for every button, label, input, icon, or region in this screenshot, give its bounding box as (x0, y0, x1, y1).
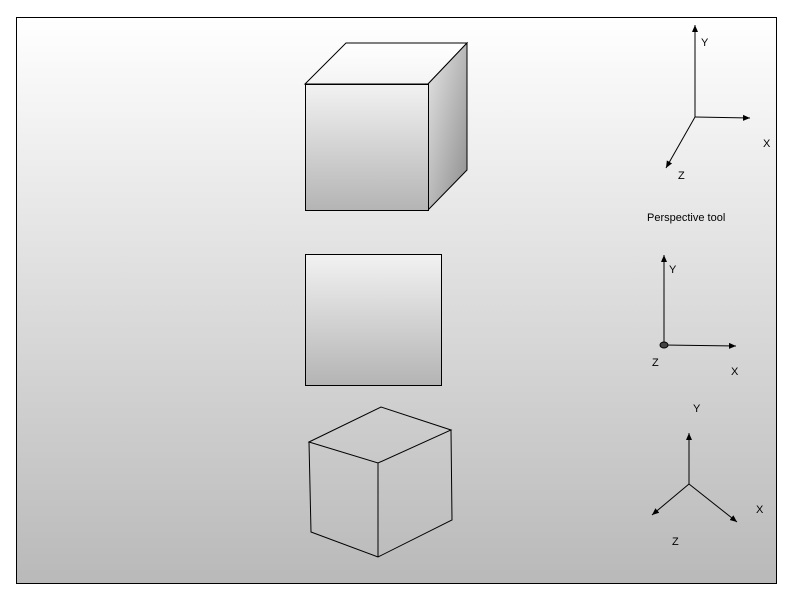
isometric-wireframe-cube (307, 406, 453, 558)
x-axis-arrow (688, 483, 738, 523)
axis-label-x: X (756, 504, 764, 516)
perspective-axes (665, 25, 751, 169)
axis-label-y: Y (701, 37, 709, 49)
axis-label-y: Y (693, 403, 701, 415)
z-axis-arrow (651, 483, 690, 516)
shaded-cube (303, 41, 469, 212)
shaded-cube-front-face (305, 84, 429, 211)
axis-label-z: Z (672, 536, 679, 548)
z-axis-arrow (665, 116, 696, 169)
x-axis-arrow (694, 114, 751, 121)
axis-label-y: Y (669, 264, 677, 276)
perspective-tool-caption: Perspective tool (647, 212, 725, 224)
axis-label-x: X (763, 138, 771, 150)
axis-label-z: Z (652, 357, 659, 369)
isometric-axes (651, 433, 738, 523)
axis-label-x: X (731, 366, 739, 378)
z-axis-point (659, 341, 669, 349)
front-view-square (305, 254, 442, 386)
x-axis-arrow (663, 342, 737, 349)
front-view-axes (661, 255, 737, 349)
axis-label-z: Z (678, 170, 685, 182)
